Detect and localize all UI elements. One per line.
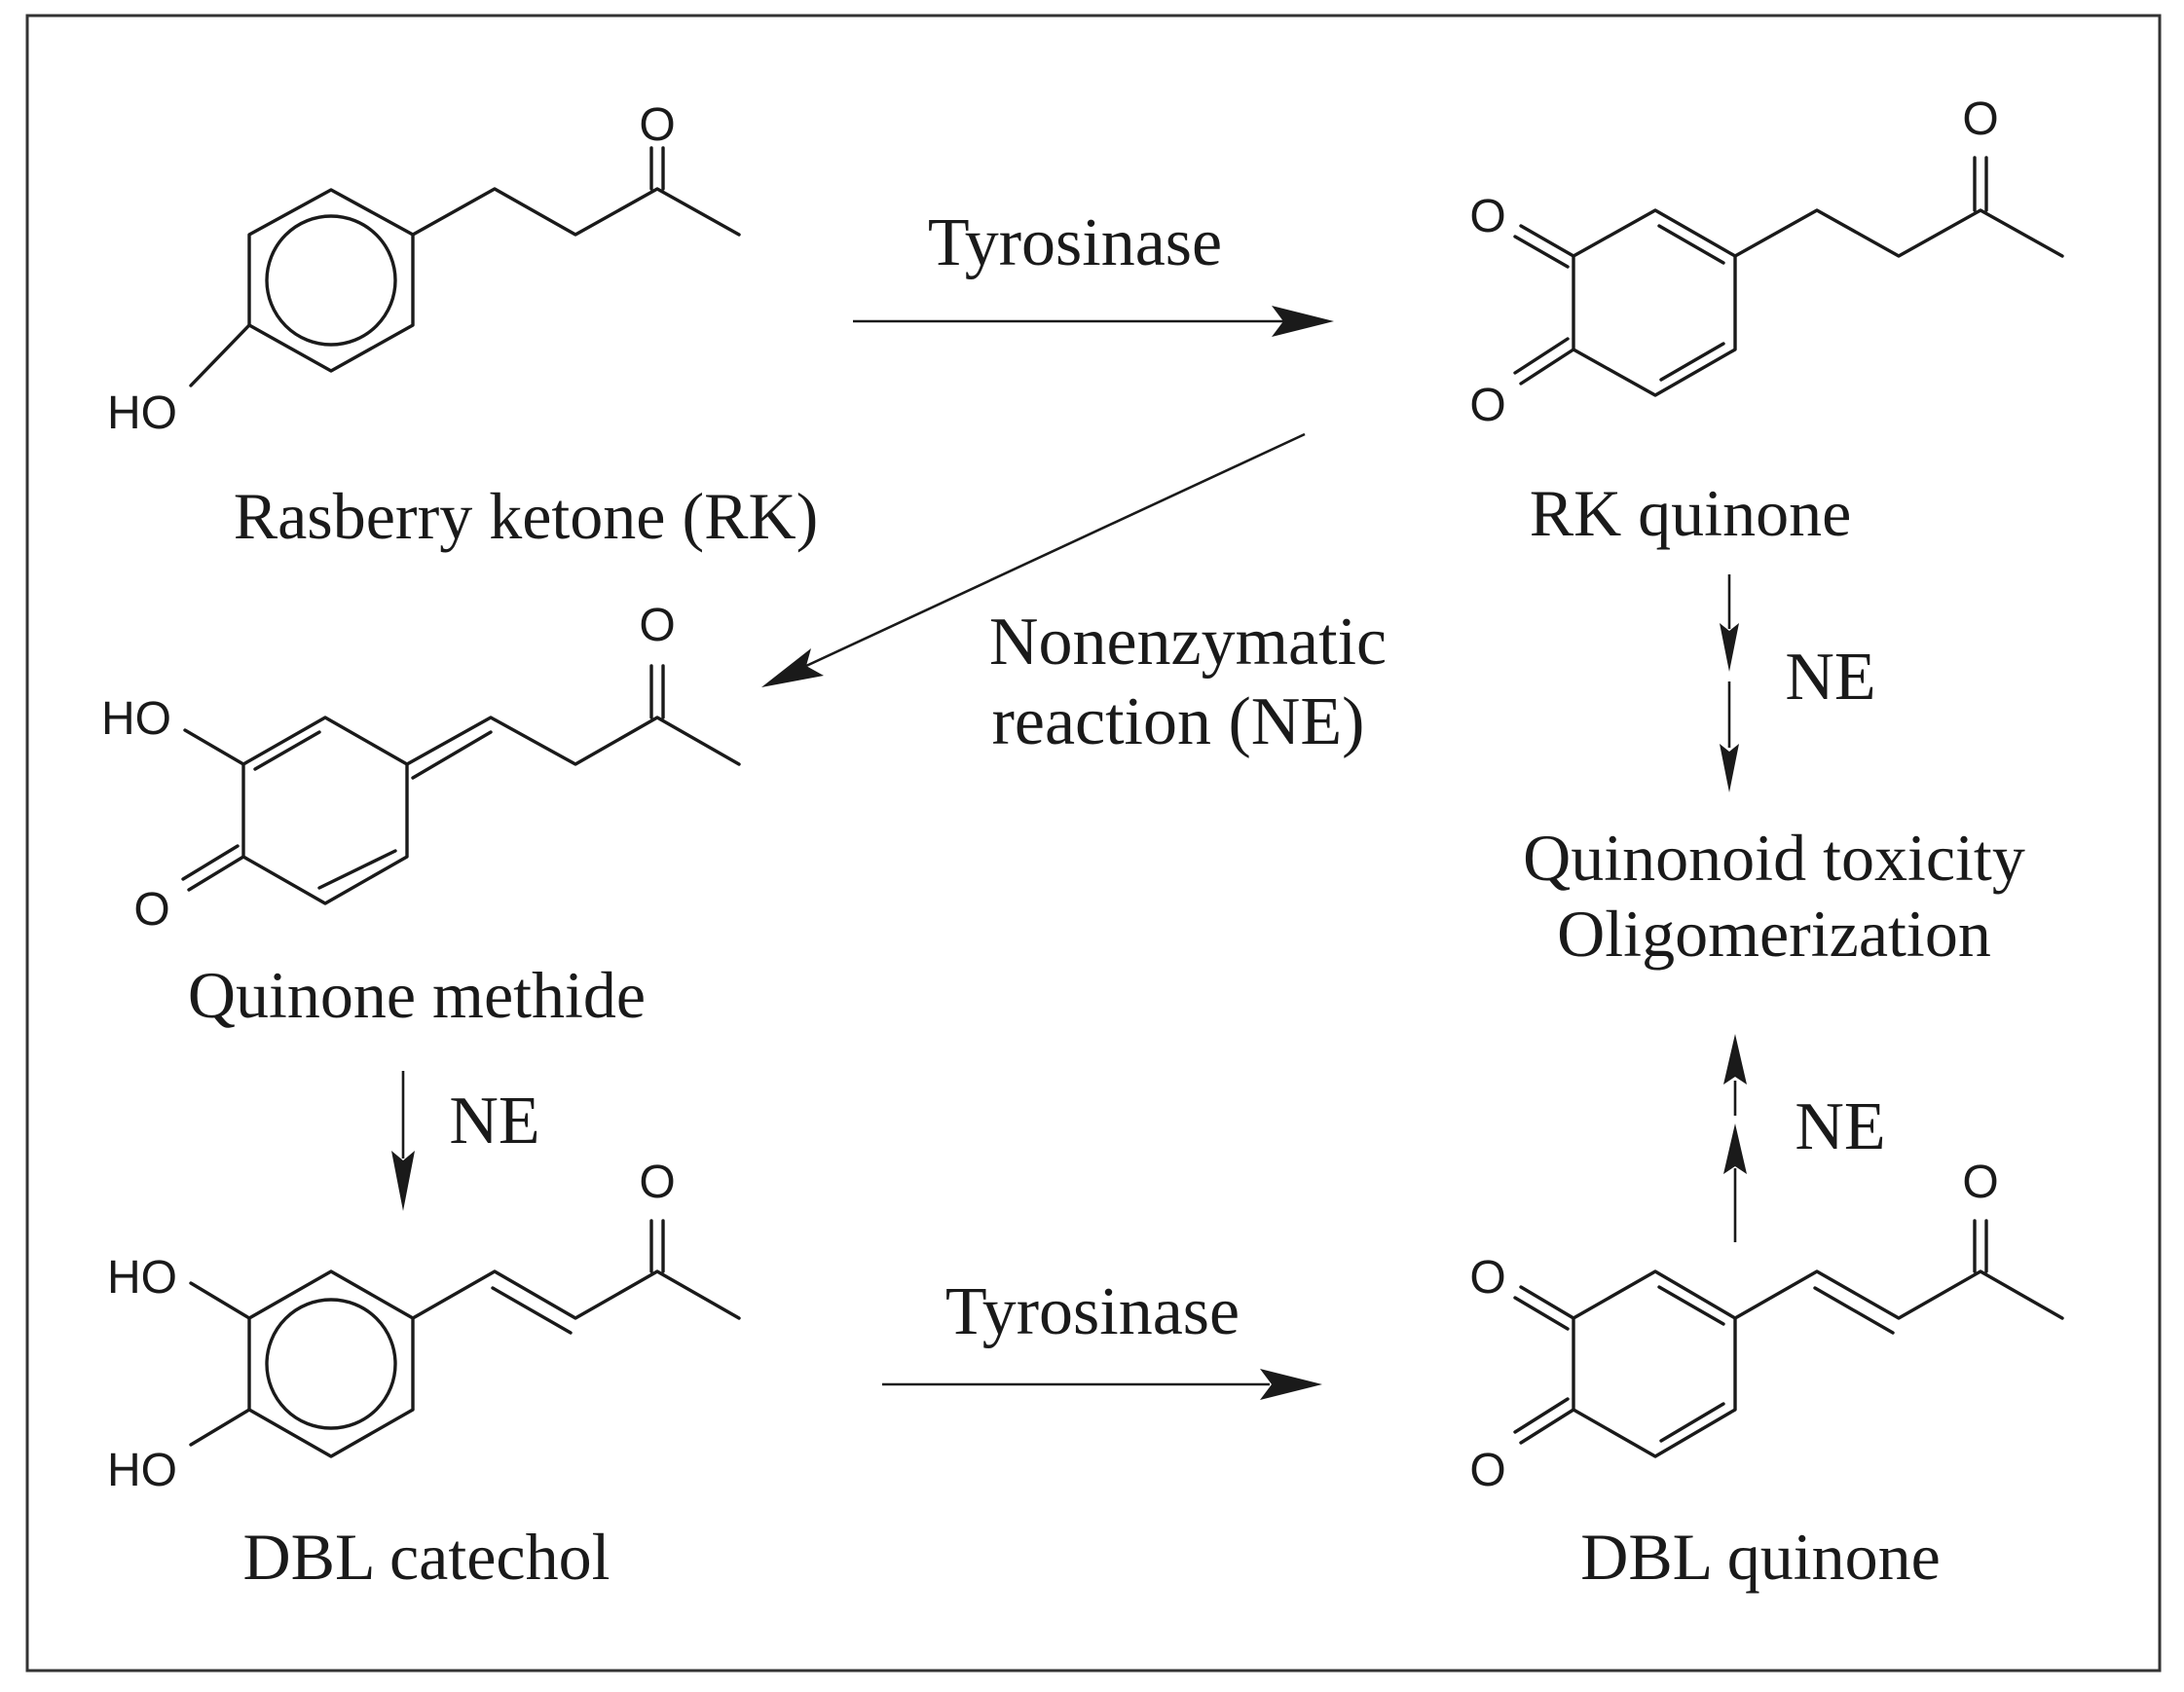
dbl-catechol-hydroxyl-2-label: HO <box>107 1445 177 1496</box>
label-ne-right-top: NE <box>1785 640 1875 715</box>
structure-quinone-methide: O HO O <box>101 600 741 936</box>
label-nonenzymatic-line2: reaction (NE) <box>992 684 1365 759</box>
structure-dbl-catechol: O HO HO <box>107 1157 741 1496</box>
outcome-line1: Quinonoid toxicity <box>1523 821 2025 895</box>
rk-oxygen-label: O <box>639 99 675 151</box>
quinone-methide-oxygen-top-label: O <box>639 600 675 651</box>
outcome-line2: Oligomerization <box>1557 897 1991 971</box>
dbl-quinone-oxygen-2-label: O <box>1469 1445 1505 1496</box>
dbl-catechol-hydroxyl-1-label: HO <box>107 1252 177 1304</box>
arrow-tyrosinase-bottom <box>882 1369 1322 1400</box>
caption-quinone-methide: Quinone methide <box>188 958 646 1032</box>
arrow-ne-rk-quinone-down <box>1720 574 1739 792</box>
quinone-methide-hydroxyl-label: HO <box>101 693 171 745</box>
label-ne-left: NE <box>449 1084 539 1159</box>
caption-dbl-quinone: DBL quinone <box>1580 1520 1941 1594</box>
arrow-ne-quinone-methide-down <box>391 1071 415 1211</box>
dbl-quinone-oxygen-top-label: O <box>1962 1157 1998 1208</box>
structure-rk-quinone: O O O <box>1469 93 2064 431</box>
rk-quinone-oxygen-2-label: O <box>1469 380 1505 431</box>
label-nonenzymatic-line1: Nonenzymatic <box>989 605 1387 680</box>
caption-rk-quinone: RK quinone <box>1530 476 1852 550</box>
caption-raspberry-ketone: Rasberry ketone (RK) <box>234 479 818 553</box>
caption-dbl-catechol: DBL catechol <box>243 1520 611 1594</box>
structure-dbl-quinone: O O O <box>1469 1157 2064 1496</box>
arrow-ne-dbl-quinone-up <box>1723 1034 1747 1242</box>
label-tyrosinase-bottom: Tyrosinase <box>945 1274 1240 1349</box>
diagram-frame <box>25 14 2162 1673</box>
label-tyrosinase-top: Tyrosinase <box>928 205 1222 280</box>
structure-raspberry-ketone: O HO <box>107 99 741 439</box>
dbl-catechol-oxygen-top-label: O <box>639 1157 675 1208</box>
label-ne-right-bottom: NE <box>1795 1089 1885 1164</box>
rk-quinone-oxygen-top-label: O <box>1962 93 1998 145</box>
quinone-methide-oxygen-label: O <box>133 884 169 936</box>
rk-hydroxyl-label: HO <box>107 387 177 439</box>
dbl-quinone-oxygen-1-label: O <box>1469 1252 1505 1304</box>
rk-quinone-oxygen-1-label: O <box>1469 191 1505 242</box>
arrow-nonenzymatic <box>761 432 1306 687</box>
arrow-tyrosinase-top <box>853 306 1334 337</box>
